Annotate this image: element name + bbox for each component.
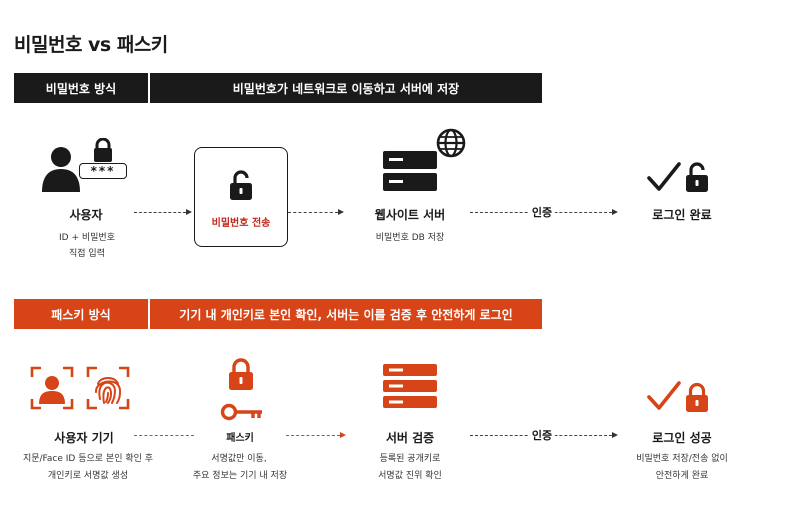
login-complete-icon-group <box>646 158 716 198</box>
device-label: 사용자 기기 <box>54 431 114 445</box>
server-verify-sub-1: 등록된 공개키로 <box>379 454 441 464</box>
password-transfer-box: 비밀번호 전송 <box>194 147 288 247</box>
page-title: 비밀번호 vs 패스키 <box>14 34 168 56</box>
checkmark-icon <box>647 162 681 191</box>
face-scan-icon <box>30 366 74 410</box>
flow-arrowhead <box>186 209 192 215</box>
password-transfer-label: 비밀번호 전송 <box>211 218 271 229</box>
passkey-label: 패스키 <box>226 433 254 444</box>
key-icon <box>220 403 262 421</box>
auth-label: 인증 <box>528 204 556 220</box>
user-with-password-icon-group: *** <box>40 138 136 196</box>
password-band-label: 비밀번호 방식 <box>45 81 117 96</box>
login-success-sub-1: 비밀번호 저장/전송 없이 <box>636 454 728 464</box>
passkey-sub-2: 주요 정보는 기기 내 저장 <box>192 471 288 481</box>
password-band-description: 비밀번호가 네트워크로 이동하고 서버에 저장 <box>232 81 460 96</box>
passkey-method-band: 패스키 방식 기기 내 개인키로 본인 확인, 서버는 이를 검증 후 안전하게… <box>14 299 542 329</box>
user-label: 사용자 <box>69 208 103 222</box>
passkey-band-description: 기기 내 개인키로 본인 확인, 서버는 이를 검증 후 안전하게 로그인 <box>179 307 513 322</box>
fingerprint-icon <box>86 366 130 410</box>
user-icon <box>42 147 80 192</box>
lock-icon <box>94 138 112 162</box>
password-method-band: 비밀번호 방식 비밀번호가 네트워크로 이동하고 서버에 저장 <box>14 73 542 103</box>
padlock-icon <box>686 382 708 412</box>
user-sub-1: ID + 비밀번호 <box>59 233 115 243</box>
flow-arrow-line <box>134 212 186 213</box>
login-success-sub-2: 안전하게 완료 <box>655 471 709 481</box>
auth-arrowhead <box>612 432 618 438</box>
web-server-label: 웹사이트 서버 <box>374 208 446 222</box>
flow-arrow-line <box>134 435 194 436</box>
server-icon <box>383 151 437 191</box>
server-icon <box>383 364 437 408</box>
flow-arrow-line <box>288 212 338 213</box>
device-icon-group <box>30 366 132 412</box>
device-sub-2: 개인키로 서명값 생성 <box>47 471 129 481</box>
auth-label: 인증 <box>528 427 556 443</box>
padlock-icon <box>229 358 253 390</box>
checkmark-icon <box>647 381 681 410</box>
unlocked-padlock-icon <box>686 162 708 192</box>
login-complete-label: 로그인 완료 <box>652 208 712 222</box>
passkey-band-label: 패스키 방식 <box>51 307 111 322</box>
login-success-icon-group <box>646 380 716 416</box>
server-verify-sub-2: 서명값 진위 확인 <box>378 471 442 481</box>
passkey-icon-group <box>220 358 264 424</box>
password-field-icon: *** <box>79 163 127 179</box>
device-sub-1: 지문/Face ID 등으로 본인 확인 후 <box>22 454 154 464</box>
unlocked-padlock-icon <box>230 170 252 200</box>
web-server-sub-1: 비밀번호 DB 저장 <box>375 233 445 243</box>
web-server-icon-group <box>383 128 467 194</box>
flow-arrow-line <box>286 435 340 436</box>
passkey-sub-1: 서명값만 이동, <box>211 454 267 464</box>
flow-arrowhead <box>340 432 346 438</box>
user-sub-2: 직접 입력 <box>69 249 105 259</box>
auth-arrowhead <box>612 209 618 215</box>
globe-icon <box>436 128 466 158</box>
server-verify-label: 서버 검증 <box>385 431 435 445</box>
login-success-label: 로그인 성공 <box>652 431 712 445</box>
flow-arrowhead <box>338 209 344 215</box>
